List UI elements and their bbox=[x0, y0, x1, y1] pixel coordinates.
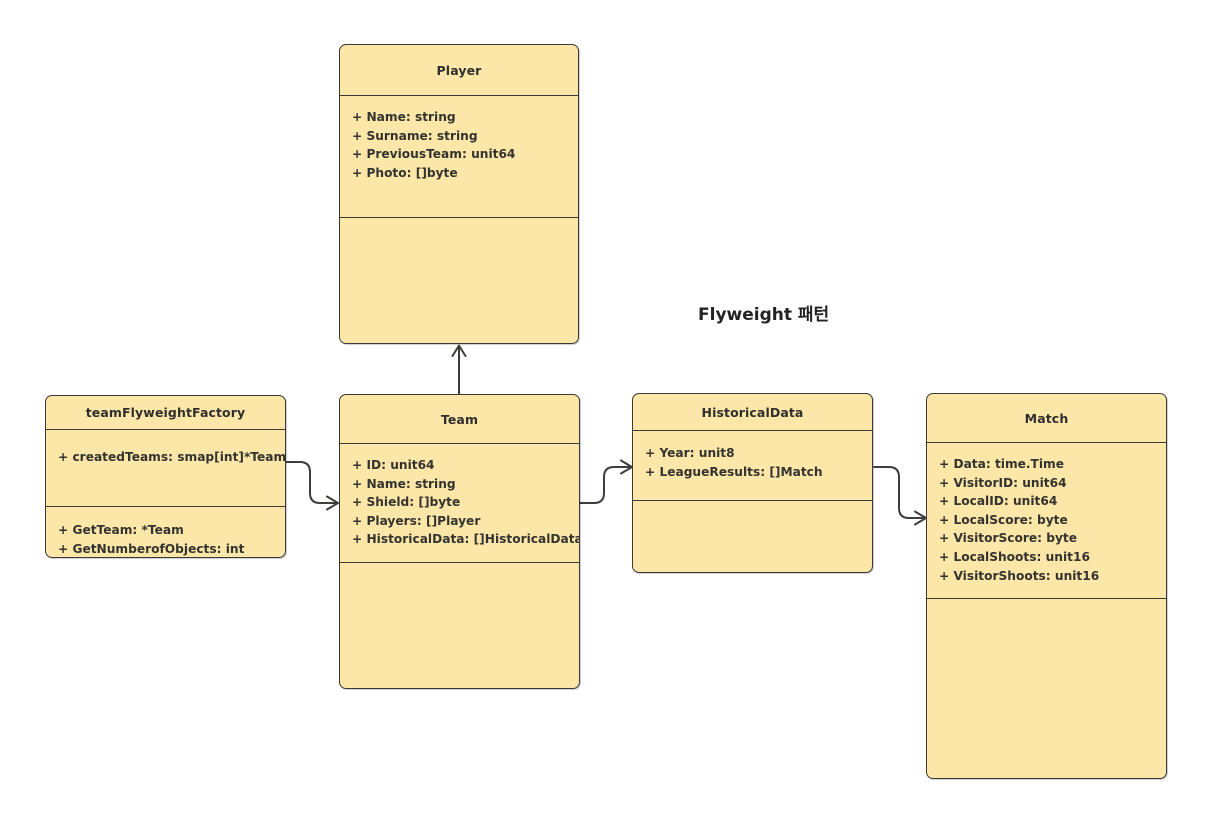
uml-member: + GetNumberofObjects: int bbox=[58, 541, 245, 556]
uml-member: + Photo: []byte bbox=[352, 165, 458, 180]
uml-member: + VisitorID: unit64 bbox=[939, 475, 1067, 490]
uml-class-match-methods bbox=[927, 598, 1166, 778]
uml-member: + HistoricalData: []HistoricalData bbox=[352, 532, 579, 547]
uml-class-match-attributes: + Data: time.Time + VisitorID: unit64 + … bbox=[927, 442, 1166, 598]
uml-member: + Data: time.Time bbox=[939, 457, 1065, 471]
uml-member: + GetTeam: *Team bbox=[58, 523, 184, 537]
uml-class-team[interactable]: Team + ID: unit64 + Name: string + Shiel… bbox=[339, 394, 580, 689]
uml-class-player-title: Player bbox=[436, 62, 482, 78]
uml-class-teamflyweightfactory[interactable]: teamFlyweightFactory + createdTeams: sma… bbox=[45, 395, 286, 558]
uml-class-team-title: Team bbox=[440, 411, 479, 427]
uml-member: + LeagueResults: []Match bbox=[645, 464, 823, 479]
uml-member: + VisitorShoots: unit16 bbox=[939, 568, 1100, 583]
uml-member: + LocalShoots: unit16 bbox=[939, 549, 1090, 564]
uml-member: + Players: []Player bbox=[352, 513, 481, 528]
connector-team-to-player bbox=[451, 344, 467, 395]
uml-class-match[interactable]: Match + Data: time.Time + VisitorID: uni… bbox=[926, 393, 1167, 779]
uml-class-historicaldata-title: HistoricalData bbox=[701, 404, 804, 420]
uml-class-player[interactable]: Player + Name: string + Surname: string … bbox=[339, 44, 579, 344]
uml-class-teamflyweightfactory-title: teamFlyweightFactory bbox=[85, 405, 246, 420]
connector-team-to-historicaldata bbox=[579, 459, 633, 504]
uml-member: + Year: unit8 bbox=[645, 446, 735, 460]
uml-member: + LocalScore: byte bbox=[939, 512, 1068, 527]
uml-class-teamflyweightfactory-attributes: + createdTeams: smap[int]*Team bbox=[46, 429, 285, 506]
uml-class-historicaldata[interactable]: HistoricalData + Year: unit8 + LeagueRes… bbox=[632, 393, 873, 573]
uml-member: + ID: unit64 bbox=[352, 458, 435, 472]
uml-member: + Shield: []byte bbox=[352, 495, 461, 510]
uml-member: + Name: string bbox=[352, 476, 456, 491]
uml-class-historicaldata-methods bbox=[633, 500, 872, 572]
uml-member: + VisitorScore: byte bbox=[939, 531, 1078, 546]
uml-class-historicaldata-attributes: + Year: unit8 + LeagueResults: []Match bbox=[633, 430, 872, 500]
diagram-title: Flyweight 패턴 bbox=[698, 305, 830, 325]
uml-class-teamflyweightfactory-methods: + GetTeam: *Team + GetNumberofObjects: i… bbox=[46, 506, 285, 557]
uml-member: + createdTeams: smap[int]*Team bbox=[58, 450, 285, 464]
uml-class-match-title: Match bbox=[1024, 410, 1069, 426]
connector-historicaldata-to-match bbox=[873, 466, 927, 526]
uml-class-team-attributes: + ID: unit64 + Name: string + Shield: []… bbox=[340, 443, 579, 562]
uml-member: + LocalID: unit64 bbox=[939, 494, 1058, 509]
uml-class-player-attributes: + Name: string + Surname: string + Previ… bbox=[340, 95, 578, 217]
uml-member: + PreviousTeam: unit64 bbox=[352, 147, 516, 162]
connector-factory-to-team bbox=[285, 461, 339, 511]
uml-member: + Name: string bbox=[352, 110, 456, 124]
uml-class-team-methods bbox=[340, 562, 579, 688]
uml-member: + Surname: string bbox=[352, 128, 478, 143]
uml-class-player-methods bbox=[340, 217, 578, 343]
